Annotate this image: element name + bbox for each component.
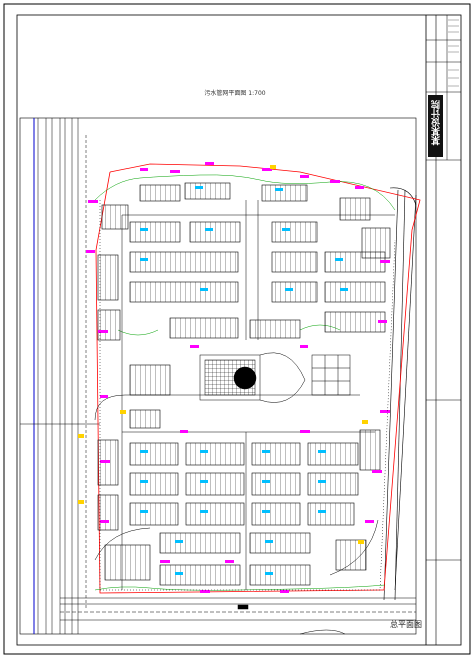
east-road bbox=[383, 187, 417, 601]
annotation-marks bbox=[78, 165, 368, 544]
road-marker bbox=[237, 604, 249, 610]
outer-border bbox=[3, 3, 471, 655]
west-road bbox=[20, 118, 100, 634]
pipe-tags bbox=[140, 186, 348, 575]
building-blocks bbox=[97, 182, 391, 586]
internal-roads bbox=[94, 200, 395, 590]
plan-title: 总平面图 bbox=[390, 620, 422, 629]
south-road bbox=[60, 597, 416, 635]
title-block bbox=[425, 15, 461, 645]
title-block-text: 某某设计院 bbox=[432, 100, 442, 145]
sewer-main bbox=[99, 200, 396, 591]
inner-border bbox=[16, 14, 462, 646]
sewer-labels bbox=[86, 162, 390, 593]
sheet-title: 污水管网平面图 1:700 bbox=[204, 90, 266, 97]
drawing-frame bbox=[19, 117, 417, 635]
title-block-logo bbox=[428, 95, 443, 157]
site-boundary bbox=[95, 163, 421, 594]
